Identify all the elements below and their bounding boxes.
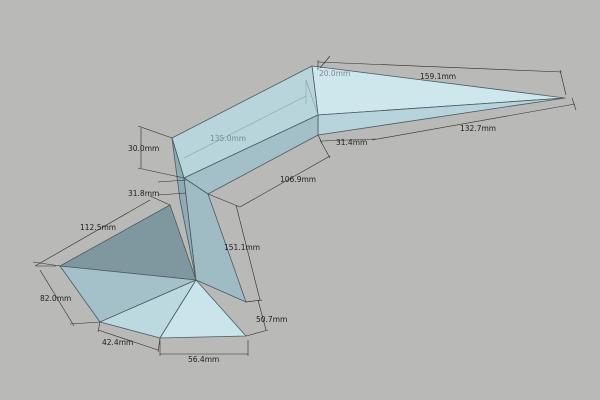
dimension-top-length[interactable]: 159.1mm	[317, 60, 567, 96]
dimension-label: 30.0mm	[128, 144, 159, 153]
dimension-base-b[interactable]: 56.4mm	[159, 340, 249, 364]
dimension-label: 132.7mm	[460, 124, 496, 133]
dimension-label: 135.0mm	[210, 134, 246, 143]
dimension-fan-side[interactable]: 82.0mm	[36, 265, 101, 327]
dimension-fan-width[interactable]: 112.5mm	[32, 195, 171, 267]
dimension-label: 31.4mm	[336, 138, 367, 147]
dimension-label: 42.4mm	[102, 338, 133, 347]
dimension-label: 159.1mm	[420, 72, 456, 81]
hidden-edge	[305, 79, 319, 116]
dimension-bar-offset[interactable]: 31.4mm	[317, 134, 377, 147]
dimension-label: 112.5mm	[80, 223, 116, 232]
dimension-label: 50.7mm	[256, 315, 287, 324]
dimension-label: 56.4mm	[188, 355, 219, 364]
dimension-base-c[interactable]: 50.7mm	[245, 299, 287, 337]
dimension-label: 20.0mm	[319, 69, 350, 78]
dimension-small-width[interactable]: 31.8mm	[128, 179, 187, 198]
dimension-label: 82.0mm	[40, 294, 71, 303]
dimension-label: 151.1mm	[224, 243, 260, 252]
dimension-label: 31.8mm	[128, 189, 159, 198]
base-right-face	[159, 279, 247, 339]
dimension-bar-height[interactable]: 30.0mm	[128, 125, 185, 179]
dimension-tip-width[interactable]: 20.0mm	[319, 55, 350, 78]
dimension-bar-length[interactable]: 135.0mm	[183, 95, 307, 159]
dimension-label: 106.9mm	[280, 175, 316, 184]
dimension-long-edge[interactable]: 132.7mm	[371, 97, 577, 141]
dimension-base-a[interactable]: 42.4mm	[97, 321, 161, 353]
dimension-lower-length[interactable]: 106.9mm	[239, 139, 331, 208]
